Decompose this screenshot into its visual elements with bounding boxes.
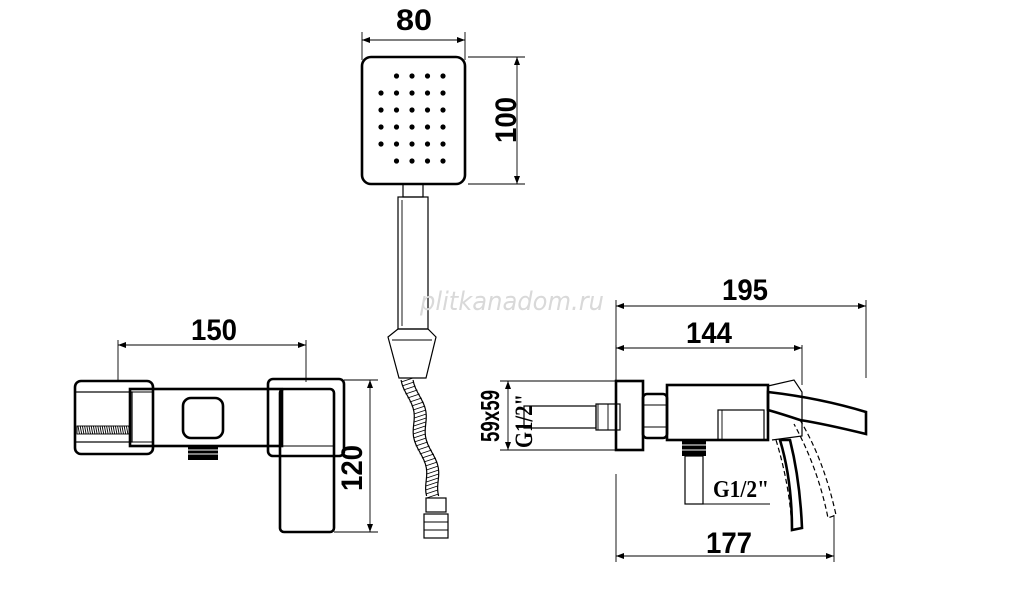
- thread-outlet-label: G1/2": [713, 477, 769, 503]
- nozzle-dot: [440, 90, 446, 96]
- hose-rib: [413, 425, 426, 431]
- hose-rib: [425, 461, 438, 467]
- nozzle-dot: [378, 141, 384, 147]
- knurl-line: [86, 425, 89, 435]
- mixer-side-view: 195 144 177 59x59 G1/2": [475, 274, 868, 562]
- knurl-line: [110, 425, 113, 435]
- knurl-line: [99, 425, 102, 435]
- hose-rib: [412, 405, 426, 411]
- nozzle-dot: [409, 158, 415, 164]
- dim-total-length: 195: [722, 274, 768, 307]
- dim-wall-plate: 59x59: [475, 390, 505, 442]
- nozzle-dot: [424, 158, 431, 164]
- knurled-ring: [76, 425, 131, 435]
- knurl-line: [97, 425, 100, 435]
- hose-rib: [425, 489, 438, 495]
- nozzle-dot: [424, 124, 431, 130]
- knurl-line: [119, 425, 122, 435]
- nozzle-dot: [409, 73, 415, 79]
- nozzle-dot: [409, 124, 415, 130]
- nozzle-dot: [378, 107, 384, 113]
- hose-rib: [426, 493, 439, 499]
- hose-rib: [403, 385, 416, 391]
- hose-rib: [400, 377, 414, 383]
- dim-spout-length: 177: [706, 527, 752, 560]
- knurl-line: [88, 425, 91, 435]
- knurl-line: [90, 425, 94, 435]
- hose-rib: [421, 453, 435, 459]
- knurl-line: [95, 425, 98, 435]
- hose-rib: [426, 469, 439, 475]
- knurl-line: [92, 425, 96, 435]
- hose-rib: [413, 421, 426, 427]
- hose-rib: [415, 441, 428, 447]
- knurl-line: [103, 425, 107, 435]
- dim-inner-length: 144: [686, 317, 732, 350]
- nozzle-dot: [440, 124, 446, 130]
- hose-rib: [414, 413, 427, 419]
- hose-rib: [413, 417, 427, 423]
- knurl-line: [108, 425, 111, 435]
- hose-rib: [414, 437, 427, 443]
- nozzle-dot: [424, 90, 431, 96]
- hose-rib: [407, 393, 420, 399]
- nozzle-dot: [393, 158, 400, 164]
- hose-rib: [426, 473, 439, 479]
- nozzle-dot: [440, 141, 446, 147]
- knurl-line: [106, 425, 109, 435]
- knurl-line: [101, 425, 105, 435]
- hose-rib: [419, 449, 432, 455]
- hose-rib: [413, 429, 426, 435]
- knurl-line: [123, 425, 127, 435]
- hose-rib: [425, 481, 438, 487]
- knurl-line: [112, 425, 116, 435]
- hose-rib: [426, 477, 439, 483]
- shower-hose: [400, 377, 440, 499]
- knurl-line: [125, 425, 129, 435]
- nozzle-dot: [409, 107, 415, 113]
- watermark: plitkanadom.ru: [419, 287, 604, 317]
- nozzle-dot: [424, 73, 431, 79]
- nozzle-grid: [378, 73, 446, 164]
- knurl-line: [84, 425, 87, 435]
- nozzle-dot: [424, 107, 431, 113]
- knurl-line: [79, 425, 83, 435]
- hose-rib: [411, 401, 424, 407]
- nozzle-dot: [378, 124, 384, 130]
- dim-body-width: 150: [191, 314, 237, 347]
- knurl-line: [121, 425, 124, 435]
- nozzle-dot: [378, 90, 384, 96]
- nozzle-dot: [393, 90, 400, 96]
- nozzle-dot: [424, 141, 431, 147]
- dim-body-height: 120: [336, 445, 369, 491]
- dim-head-width: 80: [396, 4, 432, 37]
- hose-rib: [413, 409, 427, 415]
- dim-head-height: 100: [490, 97, 523, 143]
- hose-rib: [401, 381, 415, 387]
- nozzle-dot: [440, 73, 446, 79]
- hose-rib: [413, 433, 426, 439]
- nozzle-dot: [409, 90, 415, 96]
- mixer-front-view: 150 120: [73, 314, 378, 534]
- nozzle-dot: [409, 141, 415, 147]
- knurl-line: [81, 425, 85, 435]
- shower-head-view: 80 100: [360, 4, 525, 539]
- hose-rib: [426, 465, 439, 471]
- nozzle-dot: [393, 107, 400, 113]
- hose-rib: [409, 397, 422, 403]
- nozzle-dot: [393, 141, 400, 147]
- knurl-line: [114, 425, 118, 435]
- hose-rib: [423, 457, 437, 463]
- knurl-line: [117, 425, 120, 435]
- hose-rib: [417, 445, 430, 451]
- nozzle-dot: [393, 124, 400, 130]
- hose-rib: [405, 389, 418, 395]
- nozzle-dot: [393, 73, 400, 79]
- knurl-line: [77, 425, 80, 435]
- nozzle-dot: [440, 158, 446, 164]
- hose-rib: [425, 485, 438, 491]
- nozzle-dot: [440, 107, 446, 113]
